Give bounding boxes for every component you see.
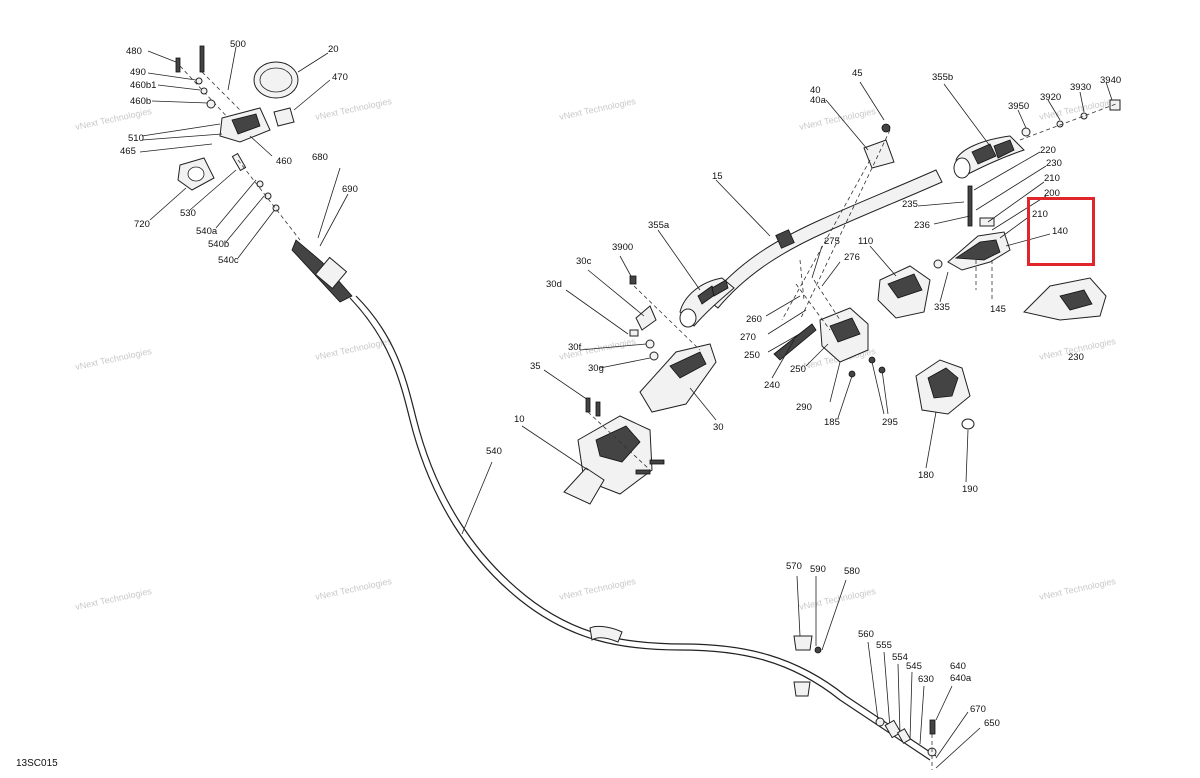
callout-670: 670 xyxy=(970,704,986,715)
callout-630: 630 xyxy=(918,674,934,685)
throttle-housing-group xyxy=(139,45,331,259)
throttle-body-group xyxy=(521,255,717,505)
cable-end-fittings-group xyxy=(793,575,981,770)
callout-15: 15 xyxy=(712,171,723,182)
callout-680: 680 xyxy=(312,152,328,163)
callout-540c: 540c xyxy=(218,255,239,266)
callout-465: 465 xyxy=(120,146,136,157)
callout-355a: 355a xyxy=(648,220,670,231)
highlighted-callout-frame xyxy=(1027,197,1095,266)
callout-650: 650 xyxy=(984,718,1000,729)
callout-560: 560 xyxy=(858,629,874,640)
callout-30d: 30d xyxy=(546,279,562,290)
callout-250: 250 xyxy=(744,350,760,361)
callout-500: 500 xyxy=(230,39,246,50)
callout-276: 276 xyxy=(844,252,860,263)
callout-490: 490 xyxy=(130,67,146,78)
callout-690: 690 xyxy=(342,184,358,195)
watermark-text: vNext Technologies xyxy=(314,576,393,602)
watermark-text: vNext Technologies xyxy=(558,96,637,122)
callout-3940: 3940 xyxy=(1100,75,1121,86)
callout-236: 236 xyxy=(914,220,930,231)
callout-570: 570 xyxy=(786,561,802,572)
watermark-text: vNext Technologies xyxy=(798,106,877,132)
diagram-code: 13SC015 xyxy=(16,758,58,769)
callout-460b: 460b xyxy=(130,96,151,107)
callout-10: 10 xyxy=(514,414,525,425)
callout-720: 720 xyxy=(134,219,150,230)
callout-270: 270 xyxy=(740,332,756,343)
callout-30f: 30f xyxy=(568,342,582,353)
watermark-text: vNext Technologies xyxy=(798,586,877,612)
callout-590: 590 xyxy=(810,564,826,575)
watermark-text: vNext Technologies xyxy=(314,96,393,122)
callout-210: 210 xyxy=(1032,209,1048,220)
switch-housing-group xyxy=(765,245,931,419)
callout-275: 275 xyxy=(824,236,840,247)
callout-30: 30 xyxy=(713,422,724,433)
callout-40a: 40a xyxy=(810,95,827,106)
callout-45: 45 xyxy=(852,68,863,79)
callout-230: 230 xyxy=(1068,352,1084,363)
callout-30c: 30c xyxy=(576,256,592,267)
callout-355b: 355b xyxy=(932,72,953,83)
callout-220: 220 xyxy=(1040,145,1056,156)
callout-3950: 3950 xyxy=(1008,101,1029,112)
handlebar-group xyxy=(657,169,943,328)
switch-cover-group xyxy=(915,359,975,483)
callout-545: 545 xyxy=(906,661,922,672)
callout-510: 510 xyxy=(128,133,144,144)
callout-185: 185 xyxy=(824,417,840,428)
callout-540: 540 xyxy=(486,446,502,457)
callout-554: 554 xyxy=(892,652,908,663)
callout-640: 640 xyxy=(950,661,966,672)
callout-260: 260 xyxy=(746,314,762,325)
callout-110: 110 xyxy=(858,236,873,247)
watermark-text: vNext Technologies xyxy=(74,346,153,372)
callout-3900: 3900 xyxy=(612,242,633,253)
watermark-text: vNext Technologies xyxy=(558,576,637,602)
callout-530: 530 xyxy=(180,208,196,219)
callout-200: 200 xyxy=(1044,188,1060,199)
callout-3930: 3930 xyxy=(1070,82,1091,93)
callout-555: 555 xyxy=(876,640,892,651)
callout-210: 210 xyxy=(1044,173,1060,184)
handlebar-clamp-group xyxy=(781,81,895,321)
callout-235: 235 xyxy=(902,199,918,210)
callout-295: 295 xyxy=(882,417,898,428)
callout-35: 35 xyxy=(530,361,541,372)
callout-40: 40 xyxy=(810,85,821,96)
right-grip-group xyxy=(943,81,1121,179)
callout-230: 230 xyxy=(1046,158,1062,169)
callout-460: 460 xyxy=(276,156,292,167)
callout-470: 470 xyxy=(332,72,348,83)
callout-140: 140 xyxy=(1052,226,1068,237)
callout-190: 190 xyxy=(962,484,978,495)
callout-540a: 540a xyxy=(196,226,218,237)
callout-540b: 540b xyxy=(208,239,229,250)
callout-20: 20 xyxy=(328,44,339,55)
callout-250: 250 xyxy=(790,364,806,375)
callout-480: 480 xyxy=(126,46,142,57)
watermark-text: vNext Technologies xyxy=(1038,576,1117,602)
callout-240: 240 xyxy=(764,380,780,391)
callout-580: 580 xyxy=(844,566,860,577)
callout-145: 145 xyxy=(990,304,1006,315)
watermark-text: vNext Technologies xyxy=(74,586,153,612)
callout-640a: 640a xyxy=(950,673,972,684)
watermark-text: vNext Technologies xyxy=(74,106,153,132)
callout-3920: 3920 xyxy=(1040,92,1061,103)
throttle-cable-group xyxy=(291,167,937,761)
callout-460b1: 460b1 xyxy=(130,80,156,91)
callout-180: 180 xyxy=(918,470,934,481)
callout-290: 290 xyxy=(796,402,812,413)
callout-335: 335 xyxy=(934,302,950,313)
callout-30g: 30g xyxy=(588,363,604,374)
throttle-lever-group xyxy=(917,151,1107,321)
